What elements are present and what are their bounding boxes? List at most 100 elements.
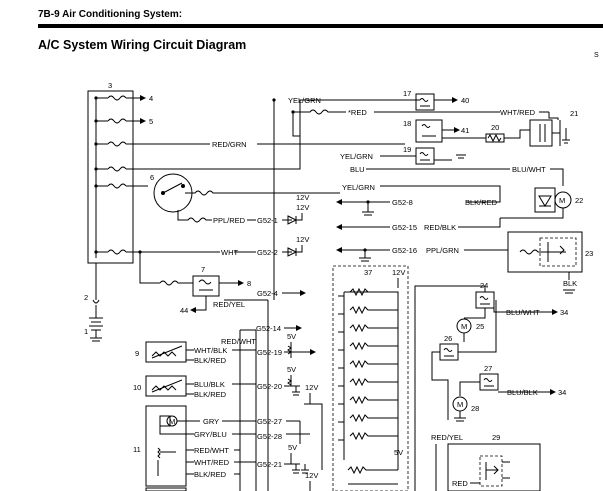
voltage-9: 5V — [394, 448, 403, 457]
voltage-10: 12V — [305, 471, 318, 480]
wire-label-g52-21: G52-21 — [257, 460, 282, 469]
callout-2: 2 — [84, 293, 88, 302]
sensor-10 — [145, 375, 187, 397]
callout-17: 17 — [403, 89, 411, 98]
wire-label-red-yel-28: RED/YEL — [431, 433, 463, 442]
fuse-row-ign — [94, 183, 148, 189]
wire-label-gry: GRY — [203, 417, 219, 426]
relay-24 — [475, 291, 495, 309]
motor-symbol-28: M — [457, 400, 463, 409]
compressor-clutch-21 — [529, 119, 553, 147]
pressure-switch-23 — [507, 231, 583, 273]
relay-18 — [415, 119, 443, 143]
wire-label-blk-red-11: BLK/RED — [194, 470, 227, 479]
callout-23: 23 — [585, 249, 593, 258]
wire-label-red-blk: RED/BLK — [424, 223, 456, 232]
wire-label-g52-1: G52-1 — [257, 216, 278, 225]
wire-label-blk-red-9: BLK/RED — [194, 356, 227, 365]
ac-controller-37 — [332, 265, 409, 491]
sensor-9 — [145, 341, 187, 363]
fuse-row-yel-grn — [94, 99, 420, 172]
wire-label-blk: BLK — [563, 279, 577, 288]
wire-label-blk-red-10: BLK/RED — [194, 390, 227, 399]
callout-29: 29 — [492, 433, 500, 442]
callout-8: 8 — [247, 279, 251, 288]
callout-34b: 34 — [558, 388, 566, 397]
wire-label-gry-blu: GRY/BLU — [194, 430, 227, 439]
header-rule — [38, 24, 603, 28]
callout-4: 4 — [149, 94, 153, 103]
callout-18: 18 — [403, 119, 411, 128]
callout-21: 21 — [570, 109, 578, 118]
callout-37: 37 — [364, 268, 372, 277]
wire-label-blu-wht: BLU/WHT — [512, 165, 546, 174]
voltage-8: 12V — [392, 268, 405, 277]
wire-label-g52-8: G52-8 — [392, 198, 413, 207]
callout-3: 3 — [108, 81, 112, 90]
wire-label-g52-19: G52-19 — [257, 348, 282, 357]
wire-label-g52-16: G52-16 — [392, 246, 417, 255]
wire-label-g52-14: G52-14 — [256, 324, 281, 333]
wire-label-g52-2: G52-2 — [257, 248, 278, 257]
wire-label-blu: BLU — [350, 165, 365, 174]
wire-label-g52-20: G52-20 — [257, 382, 282, 391]
fuse-row-wht — [94, 249, 220, 284]
fuse-row-4 — [94, 95, 146, 258]
relay-17 — [415, 93, 435, 111]
wire-label-yel-grn-top: YEL/GRN — [288, 96, 321, 105]
voltage-6: 5V — [288, 443, 297, 452]
wire-label-red-wht-11: RED/WHT — [194, 446, 229, 455]
wire-label-yel-grn-low: YEL/GRN — [342, 183, 375, 192]
callout-34a: 34 — [560, 308, 568, 317]
wire-label-g52-15: G52-15 — [392, 223, 417, 232]
callout-6: 6 — [150, 173, 154, 182]
callout-28: 28 — [471, 404, 479, 413]
side-mark: S — [594, 52, 599, 59]
relay-26 — [439, 343, 459, 361]
motor-symbol-25: M — [461, 322, 467, 331]
wire-label-wht-red-11: WHT/RED — [194, 458, 230, 467]
voltage-1: 12V — [296, 203, 309, 212]
controller-diode-ladder — [338, 287, 398, 460]
callout-20: 20 — [491, 123, 499, 132]
callout-27: 27 — [484, 364, 492, 373]
wire-label-g52-27: G52-27 — [257, 417, 282, 426]
voltage-5: 5V — [287, 365, 296, 374]
wire-label-blu-blk-34: BLU/BLK — [507, 388, 538, 397]
callout-7: 7 — [201, 265, 205, 274]
callout-40: 40 — [461, 96, 469, 105]
wire-label-blu-blk-10: BLU/BLK — [194, 380, 225, 389]
callout-19: 19 — [403, 145, 411, 154]
page-title: A/C System Wiring Circuit Diagram — [38, 38, 247, 52]
voltage-4: 5V — [287, 332, 296, 341]
wire-label-red-wht-14: RED/WHT — [221, 337, 256, 346]
motor-symbol-11: M — [169, 417, 175, 426]
component-29 — [447, 443, 541, 491]
callout-1: 1 — [84, 327, 88, 336]
fuse-row-red-grn — [94, 141, 405, 147]
voltage-3: 12V — [296, 193, 309, 202]
wire-label-ppl-grn: PPL/GRN — [426, 246, 459, 255]
wire-label-wht-red-top: WHT/RED — [500, 108, 536, 117]
motor-symbol-22: M — [559, 196, 565, 205]
callout-10: 10 — [133, 383, 141, 392]
relay-27 — [479, 373, 499, 391]
wire-label-red-star: *RED — [348, 108, 367, 117]
wire-label-red-bottom: RED — [452, 479, 468, 488]
resistor-20 — [485, 133, 505, 143]
wire-label-g52-28: G52-28 — [257, 432, 282, 441]
wire-label-wht: WHT — [221, 248, 238, 257]
wire-label-wht-blk: WHT/BLK — [194, 346, 227, 355]
wire-label-red-yel-44: RED/YEL — [213, 300, 245, 309]
wire-label-ppl-red: PPL/RED — [213, 216, 246, 225]
callout-9: 9 — [135, 349, 139, 358]
wire-label-blu-wht-34: BLU/WHT — [506, 308, 540, 317]
callout-44: 44 — [180, 306, 188, 315]
section-header: 7B-9 Air Conditioning System: — [38, 9, 183, 20]
callout-26: 26 — [444, 334, 452, 343]
fuse-box-3 — [87, 90, 134, 264]
relay-7 — [192, 275, 220, 297]
wire-label-g52-4: G52-4 — [257, 289, 278, 298]
fuse-row-5 — [94, 118, 146, 124]
